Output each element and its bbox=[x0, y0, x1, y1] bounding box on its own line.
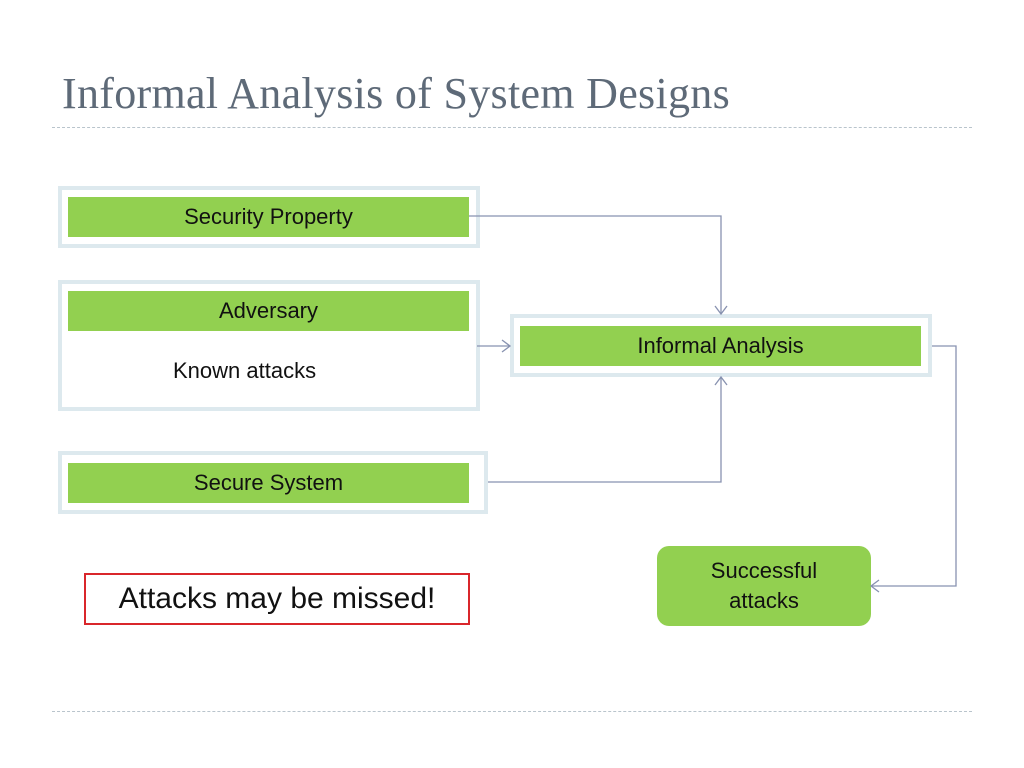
successful-attacks-line1: Successful bbox=[710, 558, 818, 583]
successful-attacks-line2: attacks bbox=[729, 588, 799, 613]
adversary-box: Adversary bbox=[68, 291, 469, 331]
security-property-box: Security Property bbox=[68, 197, 469, 237]
connector-system-to-analysis bbox=[488, 377, 722, 483]
footer-divider bbox=[52, 711, 972, 712]
successful-attacks-box: Successful attacks bbox=[657, 546, 871, 626]
arrowhead-adversary bbox=[501, 339, 512, 353]
slide-title: Informal Analysis of System Designs bbox=[62, 69, 731, 118]
secure-system-box: Secure System bbox=[68, 463, 469, 503]
arrowhead-system bbox=[714, 375, 728, 386]
arrowhead-attacks bbox=[869, 579, 880, 593]
arrowhead-security bbox=[714, 305, 728, 316]
connector-analysis-to-attacks bbox=[871, 345, 957, 587]
known-attacks-label: Known attacks bbox=[173, 358, 317, 383]
connector-security-to-analysis bbox=[469, 215, 722, 314]
title-divider bbox=[52, 127, 972, 128]
informal-analysis-box: Informal Analysis bbox=[520, 326, 921, 366]
missed-attacks-warning: Attacks may be missed! bbox=[84, 573, 470, 625]
